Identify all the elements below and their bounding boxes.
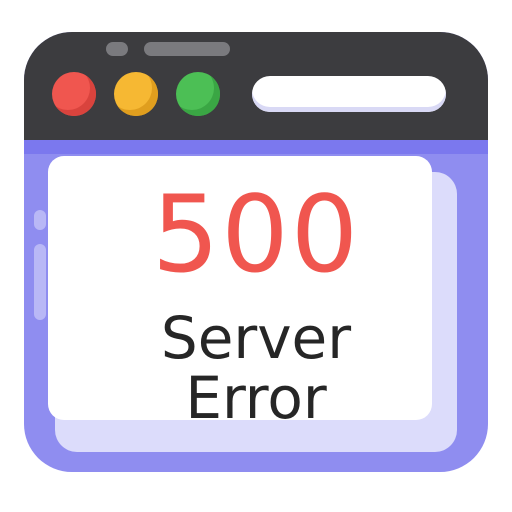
tab-indicator-small <box>106 42 128 56</box>
content-panel <box>48 156 432 420</box>
minimize-dot[interactable] <box>114 72 158 116</box>
scrollbar-thumb[interactable] <box>34 244 46 320</box>
tab-indicator-wide <box>144 42 230 56</box>
maximize-dot[interactable] <box>176 72 220 116</box>
error-message-line-1: Server <box>160 304 352 372</box>
error-message-line-2: Error <box>185 364 327 432</box>
scroll-up-handle[interactable] <box>34 210 46 230</box>
address-bar[interactable] <box>252 76 446 112</box>
error-code: 500 <box>151 173 361 296</box>
title-bar <box>24 32 488 140</box>
close-dot[interactable] <box>52 72 96 116</box>
title-bar-divider <box>24 140 488 154</box>
